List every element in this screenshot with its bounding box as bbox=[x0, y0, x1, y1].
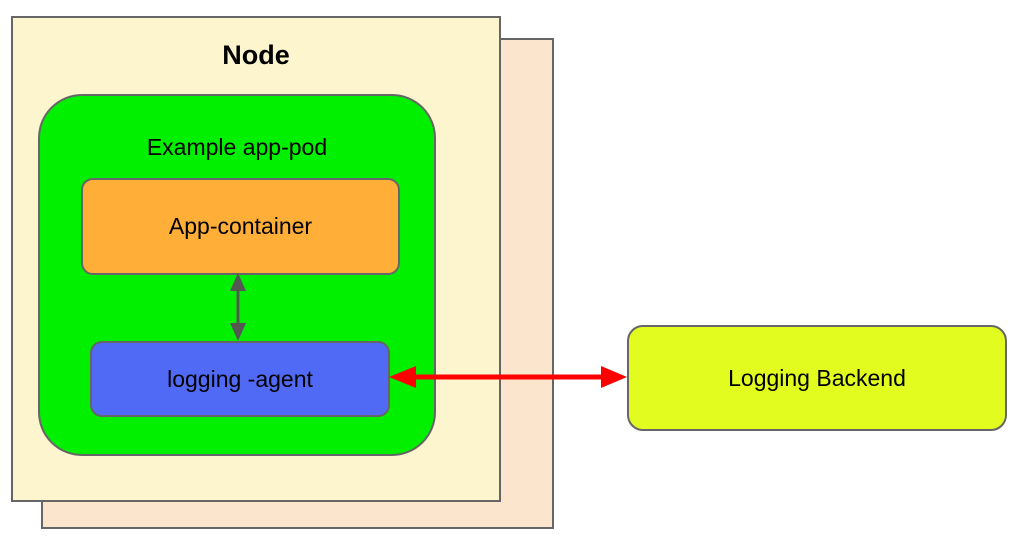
logging-agent-box: logging -agent bbox=[90, 341, 390, 417]
app-container-label: App-container bbox=[168, 213, 313, 239]
node-title: Node bbox=[222, 40, 290, 70]
logging-backend-box: Logging Backend bbox=[627, 325, 1007, 431]
pod-title: Example app-pod bbox=[146, 134, 328, 160]
app-container-box: App-container bbox=[81, 178, 400, 275]
logging-backend-label: Logging Backend bbox=[728, 364, 906, 391]
logging-agent-label: logging -agent bbox=[167, 365, 313, 392]
